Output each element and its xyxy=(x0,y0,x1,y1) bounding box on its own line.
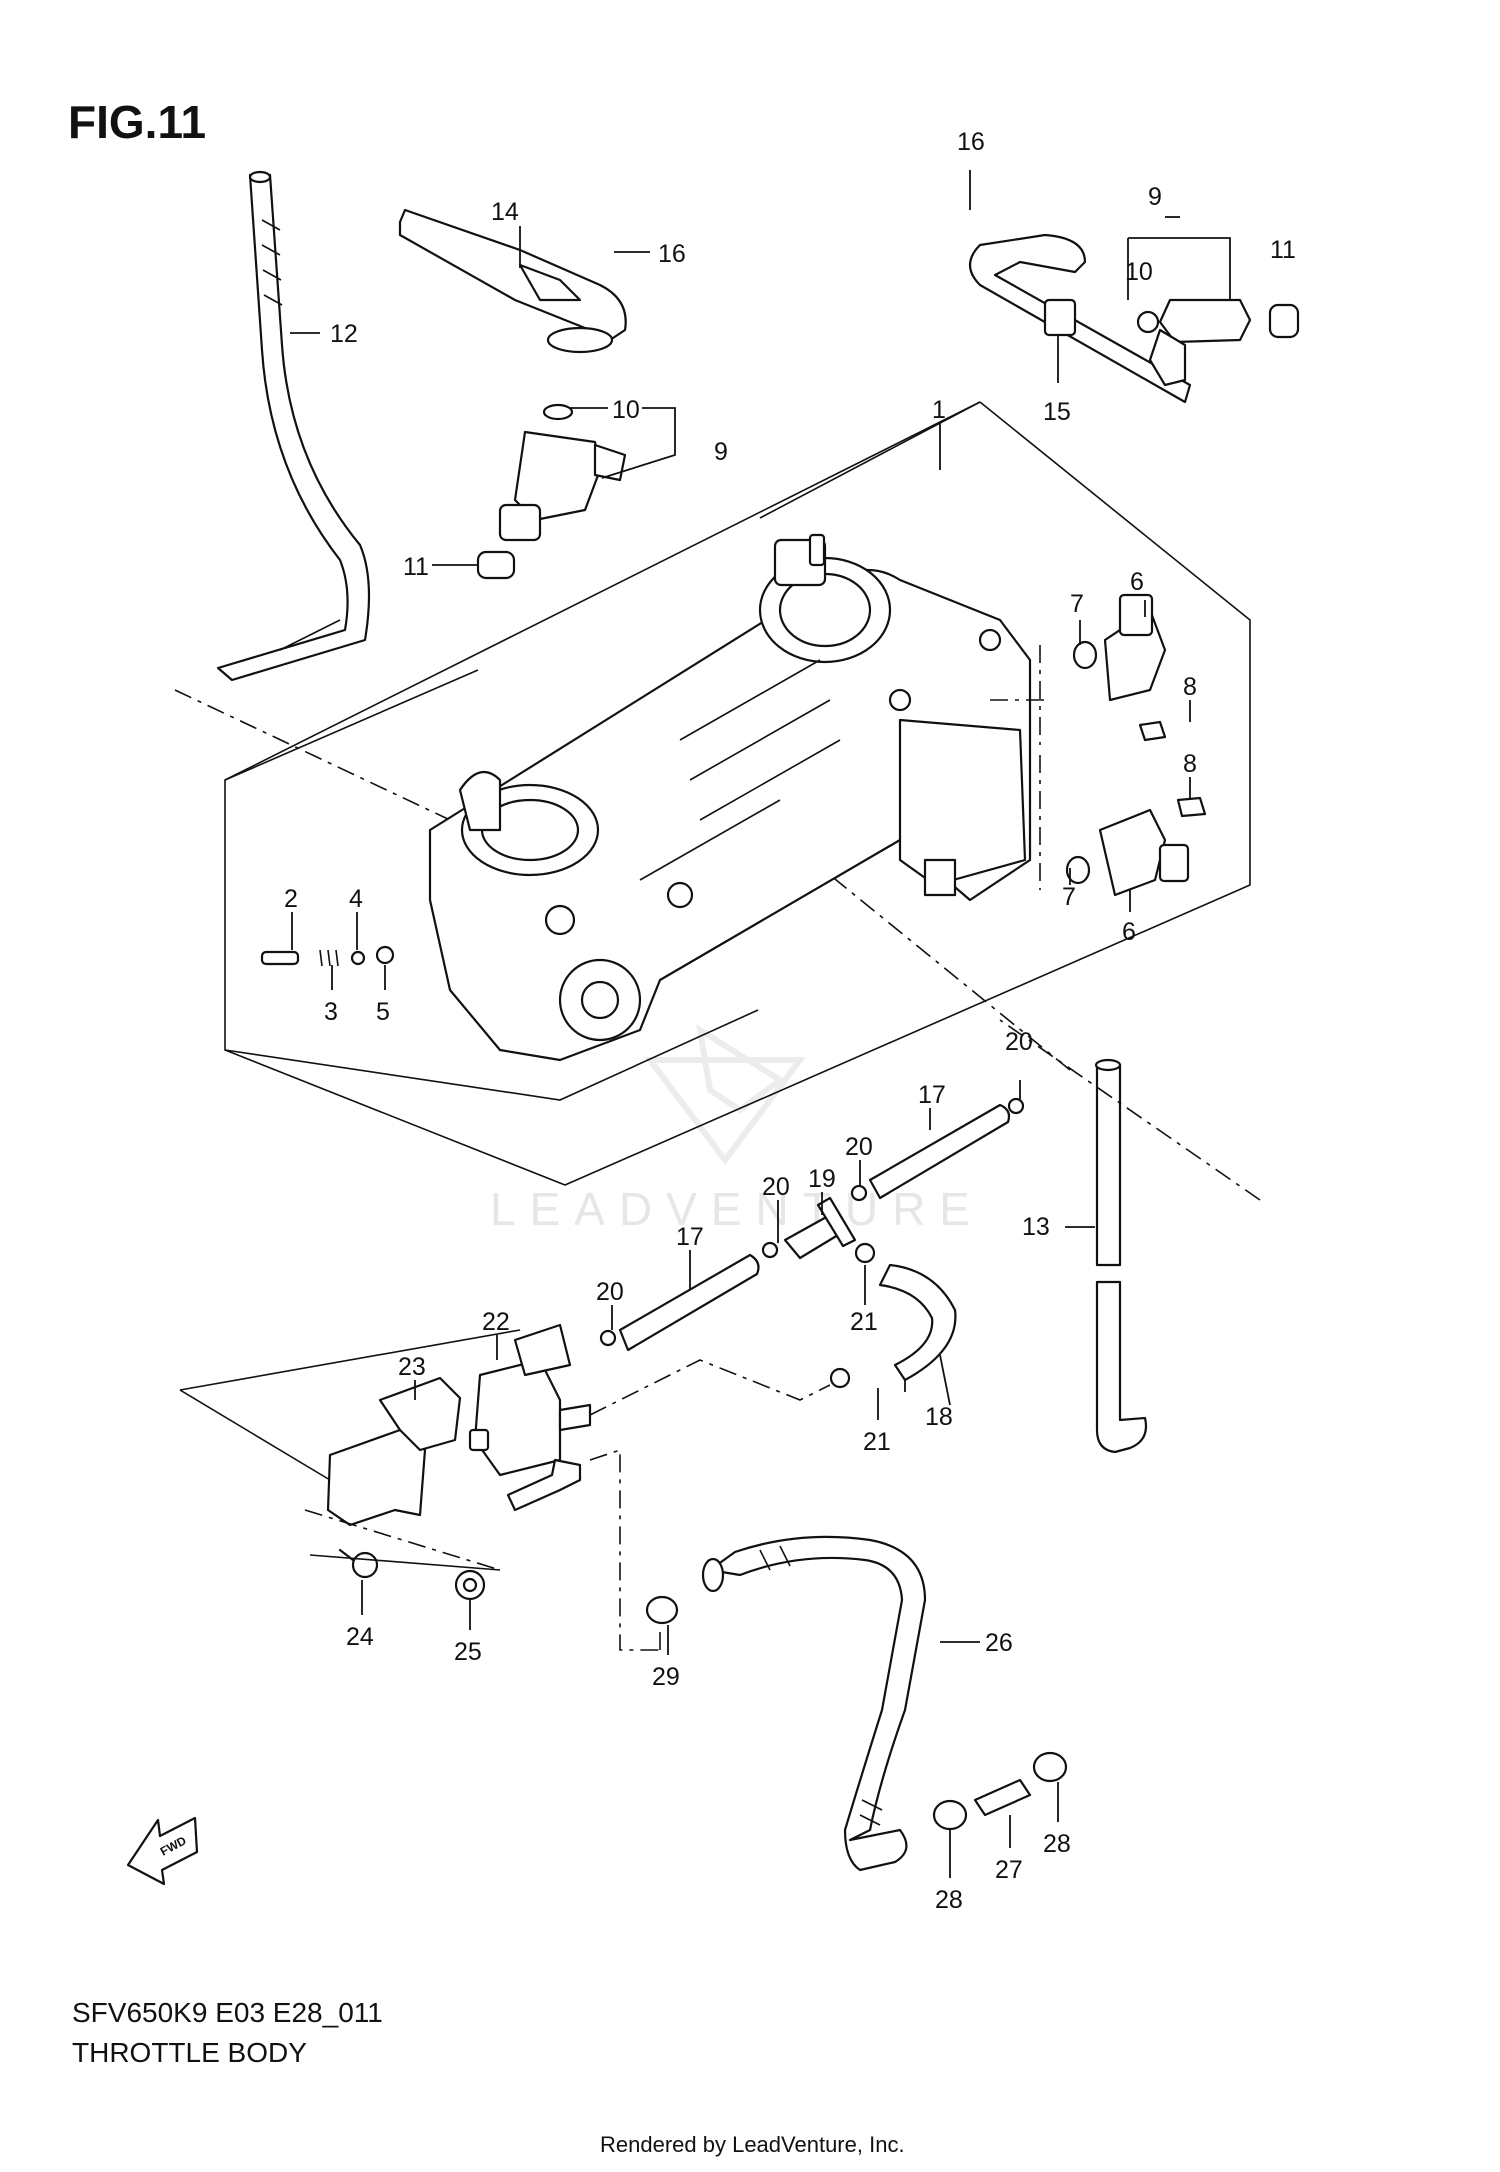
watermark-text: LEADVENTURE xyxy=(490,1183,984,1235)
clamp-29 xyxy=(645,1595,679,1625)
render-credit: Rendered by LeadVenture, Inc. xyxy=(600,2132,905,2157)
callout-29: 29 xyxy=(652,1663,680,1691)
callout-12: 12 xyxy=(330,320,358,348)
fuel-hose-12 xyxy=(216,170,371,682)
clamps-28 xyxy=(932,1751,1068,1831)
throttle-body-1 xyxy=(428,533,1032,1062)
hose-18 xyxy=(878,1263,957,1382)
model-code: SFV650K9 E03 E28_011 xyxy=(72,1997,383,2028)
callout-18: 18 xyxy=(925,1403,953,1431)
callout-11-right: 11 xyxy=(1270,236,1296,264)
sensor-6-upper xyxy=(1072,593,1167,742)
nut-25 xyxy=(454,1569,486,1601)
callout-25: 25 xyxy=(454,1638,482,1666)
callout-26: 26 xyxy=(985,1629,1013,1657)
joint-27 xyxy=(973,1778,1032,1817)
solenoid-valve-22 xyxy=(468,1323,592,1512)
fuel-delivery-pipe-14 xyxy=(398,208,627,354)
callout-17-upper: 17 xyxy=(918,1081,946,1109)
callout-8-upper: 8 xyxy=(1183,673,1197,701)
callout-10-left: 10 xyxy=(612,396,640,424)
figure-label: FIG.11 xyxy=(68,96,206,148)
hose-clips-20-21 xyxy=(599,1097,1025,1389)
callout-20-d: 20 xyxy=(596,1278,624,1306)
callout-20-c: 20 xyxy=(762,1173,790,1201)
callout-13: 13 xyxy=(1022,1213,1050,1241)
callout-27: 27 xyxy=(995,1856,1023,1884)
callout-2: 2 xyxy=(284,885,298,913)
callout-8-lower: 8 xyxy=(1183,750,1197,778)
callout-4: 4 xyxy=(349,885,363,913)
callout-5: 5 xyxy=(376,998,390,1026)
callout-19: 19 xyxy=(808,1165,836,1193)
callout-14: 14 xyxy=(491,198,519,226)
fuel-delivery-pipe-15 xyxy=(968,233,1192,404)
forward-direction-icon: FWD xyxy=(126,1816,199,1886)
callout-20-a: 20 xyxy=(1005,1028,1033,1056)
assembly-path-lines xyxy=(179,645,1050,1651)
callout-23: 23 xyxy=(398,1353,426,1381)
callout-21-lower: 21 xyxy=(863,1428,891,1456)
callout-16-right: 16 xyxy=(957,128,985,156)
bolt-24 xyxy=(338,1548,379,1579)
callout-9-right: 9 xyxy=(1148,183,1162,211)
watermark: LEADVENTURE xyxy=(490,1023,984,1235)
t-joint-19 xyxy=(783,1196,857,1260)
callout-17-lower: 17 xyxy=(676,1223,704,1251)
callout-leaders xyxy=(290,170,1231,1878)
callout-21-upper: 21 xyxy=(850,1308,878,1336)
callout-6-upper: 6 xyxy=(1130,568,1144,596)
figure-title: THROTTLE BODY xyxy=(72,2037,307,2068)
hose-13 xyxy=(1094,1058,1148,1454)
callout-16-left: 16 xyxy=(658,240,686,268)
sensor-6-lower xyxy=(1065,796,1207,897)
fuel-injector-9-left xyxy=(476,403,627,580)
callout-11-left: 11 xyxy=(403,553,429,581)
callout-10-right: 10 xyxy=(1125,258,1153,286)
hose-26 xyxy=(701,1535,927,1872)
idle-screw-set xyxy=(260,945,395,967)
callout-7-lower: 7 xyxy=(1062,883,1076,911)
callout-28-left: 28 xyxy=(935,1886,963,1914)
callout-22: 22 xyxy=(482,1308,510,1336)
callout-numbers: 12 1 11 10 9 14 16 16 15 9 10 11 6 7 8 8… xyxy=(284,128,1296,1914)
vacuum-hose-17-lower xyxy=(618,1253,760,1352)
vacuum-hose-17-upper xyxy=(868,1103,1011,1200)
callout-7-upper: 7 xyxy=(1070,590,1084,618)
callout-15: 15 xyxy=(1043,398,1071,426)
callout-28-right: 28 xyxy=(1043,1830,1071,1858)
callout-9-left: 9 xyxy=(714,438,728,466)
callout-24: 24 xyxy=(346,1623,374,1651)
callout-20-b: 20 xyxy=(845,1133,873,1161)
callout-3: 3 xyxy=(324,998,338,1026)
bracket-23 xyxy=(326,1376,462,1527)
callout-6-lower: 6 xyxy=(1122,918,1136,946)
fuel-injector-9-right xyxy=(1136,298,1300,387)
throttle-body-assembly-frame xyxy=(174,401,1261,1201)
callout-1: 1 xyxy=(932,396,946,424)
